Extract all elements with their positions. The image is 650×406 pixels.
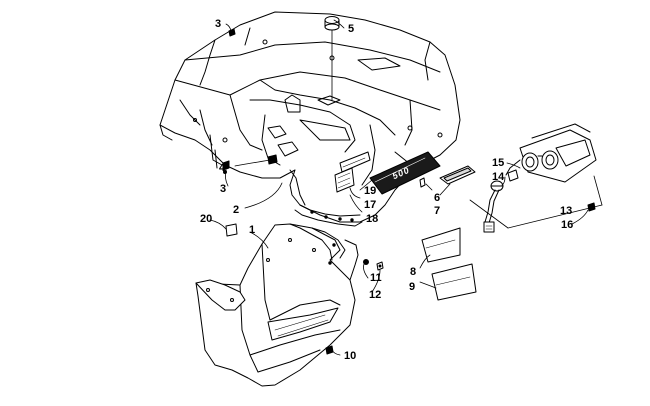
callout-5: 5 (348, 23, 355, 35)
callout-10: 10 (344, 350, 357, 362)
callout-2: 2 (233, 204, 240, 216)
clip-3-top (228, 28, 236, 37)
pad-20 (225, 223, 238, 237)
callout-8: 8 (410, 266, 417, 278)
cap-fastener (324, 16, 340, 101)
callout-3-top: 3 (215, 18, 222, 30)
callout-20: 20 (200, 213, 213, 225)
callout-19: 19 (364, 185, 377, 197)
callout-13: 13 (560, 205, 573, 217)
callout-16: 16 (561, 219, 574, 231)
taillight-assembly (505, 123, 597, 183)
assembly-bracket (469, 175, 603, 229)
callout-9: 9 (409, 281, 416, 293)
shield-9 (431, 263, 477, 301)
clip-7 (419, 177, 426, 188)
callout-18: 18 (366, 213, 379, 225)
model-decal (369, 151, 441, 195)
callout-14: 14 (492, 171, 505, 183)
callout-6: 6 (434, 192, 441, 204)
reflector (439, 165, 476, 185)
rear-fender (159, 11, 461, 227)
bulb-15 (507, 169, 519, 182)
screw-11 (363, 259, 369, 265)
callout-12: 12 (369, 289, 382, 301)
callout-7: 7 (434, 205, 441, 217)
callout-11: 11 (370, 272, 382, 284)
screw-16 (587, 202, 596, 212)
socket-harness (483, 180, 504, 233)
footwell-panel (195, 223, 359, 387)
clip-3-side (222, 160, 230, 171)
shield-8 (421, 227, 461, 263)
decal-panel-left (334, 151, 371, 193)
callout-1: 1 (249, 224, 256, 236)
fastener-4 (267, 154, 278, 165)
callout-3-side: 3 (220, 183, 227, 195)
callout-17: 17 (364, 199, 377, 211)
callout-4: 4 (219, 162, 226, 174)
callout-15: 15 (492, 157, 505, 169)
leader-lines (209, 19, 589, 356)
rivet-12 (376, 261, 384, 271)
